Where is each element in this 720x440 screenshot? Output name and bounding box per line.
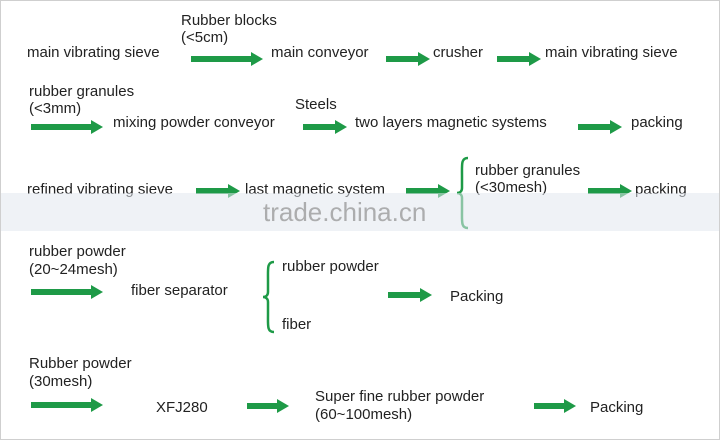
row5-rubber-powder-size: (30mesh) (29, 373, 93, 390)
arrow-icon (303, 120, 347, 134)
row1-main-vibrating-sieve: main vibrating sieve (27, 44, 160, 61)
arrow-icon (534, 399, 576, 413)
row1-main-vibrating-sieve-end: main vibrating sieve (545, 44, 678, 61)
watermark: trade.china.cn (263, 197, 427, 227)
arrow-icon (578, 120, 622, 134)
row4-branch-fiber: fiber (282, 316, 312, 333)
arrow-icon (386, 52, 430, 66)
row3-rubber-granules-label: rubber granules (475, 162, 581, 179)
row1-rubber-blocks-label: Rubber blocks (181, 12, 277, 29)
arrow-icon (31, 285, 103, 299)
row1-main-conveyor: main conveyor (271, 44, 369, 61)
row2-rubber-granules-size: (<3mm) (29, 100, 82, 117)
row2-steels-label: Steels (295, 96, 337, 113)
arrow-icon (191, 52, 263, 66)
row3-rubber-granules-size: (<30mesh) (475, 179, 548, 196)
watermark-band (1, 193, 719, 231)
row5-xfj280: XFJ280 (156, 399, 208, 416)
row4-rubber-powder-size: (20~24mesh) (29, 261, 118, 278)
row4-rubber-powder-label: rubber powder (29, 243, 126, 260)
row1-crusher: crusher (433, 44, 484, 61)
row5-super-fine-rubber-powder: Super fine rubber powder (315, 388, 485, 405)
row5-super-fine-size: (60~100mesh) (315, 406, 413, 423)
row2-packing: packing (631, 114, 683, 131)
row4-fiber-separator: fiber separator (131, 282, 228, 299)
row1-rubber-blocks-size: (<5cm) (181, 29, 229, 46)
brace-icon (261, 260, 277, 334)
arrow-icon (247, 399, 289, 413)
row4-packing: Packing (450, 288, 504, 305)
row2-mixing-powder-conveyor: mixing powder conveyor (113, 114, 275, 131)
row4-branch-rubber-powder: rubber powder (282, 258, 379, 275)
row2-two-layers-magnetic-systems: two layers magnetic systems (355, 114, 547, 131)
row5-packing: Packing (590, 399, 644, 416)
arrow-icon (497, 52, 541, 66)
row5-rubber-powder-label: Rubber powder (29, 355, 132, 372)
row2-rubber-granules-label: rubber granules (29, 83, 135, 100)
arrow-icon (388, 288, 432, 302)
arrow-icon (31, 398, 103, 412)
arrow-icon (31, 120, 103, 134)
